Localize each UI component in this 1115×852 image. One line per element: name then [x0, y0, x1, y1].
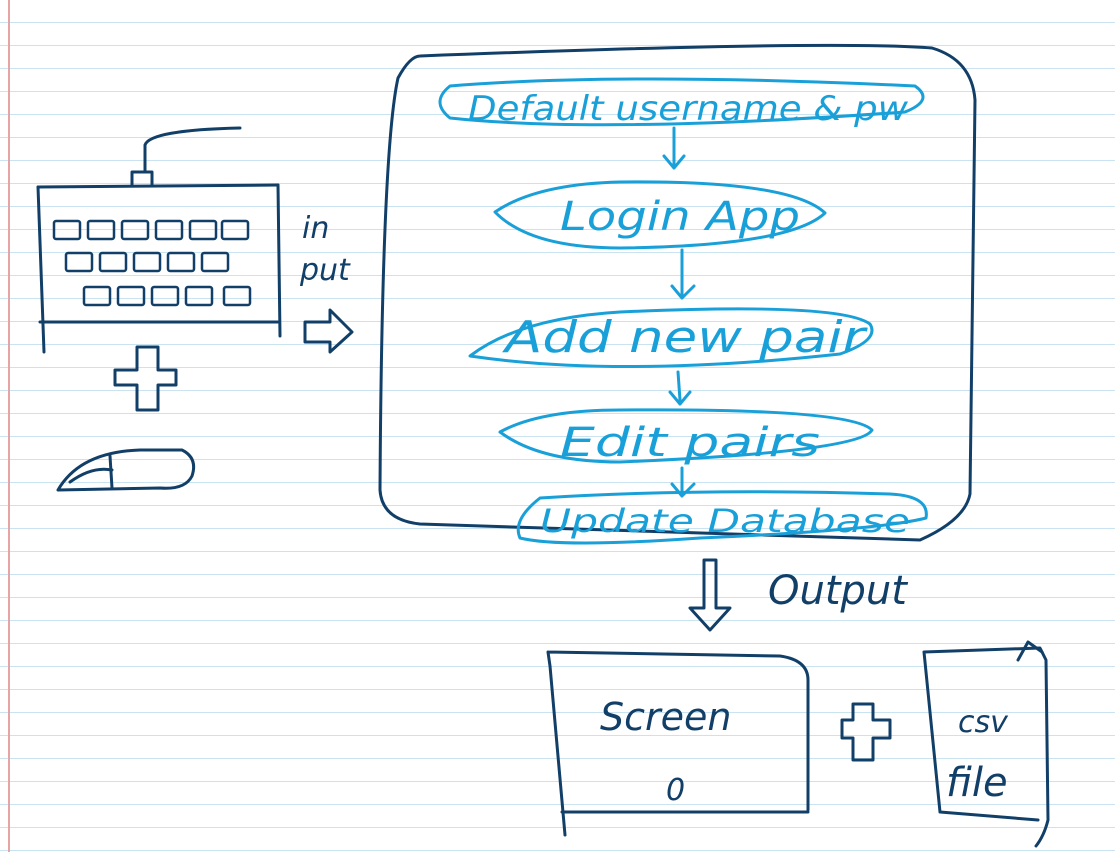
csv-label-line2: file [946, 760, 1008, 806]
plus-icon [113, 345, 178, 412]
step-default-credentials: Default username & pw [438, 77, 925, 129]
arrow-down-icon [668, 370, 692, 406]
csv-label-line1: csv [958, 705, 1009, 740]
arrow-down-icon [662, 126, 686, 170]
arrow-down-icon [670, 248, 696, 300]
step-update-database: Update Database [516, 490, 928, 545]
app-container-box [378, 43, 977, 542]
keyboard-icon [36, 126, 282, 354]
step-login: Login App [493, 180, 827, 250]
input-label-line2: put [299, 253, 351, 288]
step-edit-pairs: Edit pairs [498, 408, 874, 466]
output-arrow-icon [688, 558, 732, 632]
input-arrow-icon [303, 308, 354, 354]
mouse-icon [56, 448, 196, 492]
step-1-label: Default username & pw [468, 89, 908, 129]
notebook-margin-line [8, 0, 10, 852]
output-label: Output [768, 568, 908, 614]
screen-label: Screen [600, 695, 731, 739]
screen-value: 0 [666, 773, 685, 808]
input-label-line1: in [302, 211, 329, 246]
plus-icon [840, 702, 892, 762]
step-5-label: Update Database [540, 502, 910, 540]
step-2-label: Login App [560, 194, 800, 240]
screen-output-box: Screen 0 [546, 650, 810, 837]
arrow-down-icon [670, 466, 696, 498]
step-3-label: Add new pair [501, 312, 868, 363]
step-4-label: Edit pairs [560, 420, 820, 466]
step-add-pair: Add new pair [468, 307, 874, 368]
csv-file-box: csv file [922, 640, 1050, 848]
